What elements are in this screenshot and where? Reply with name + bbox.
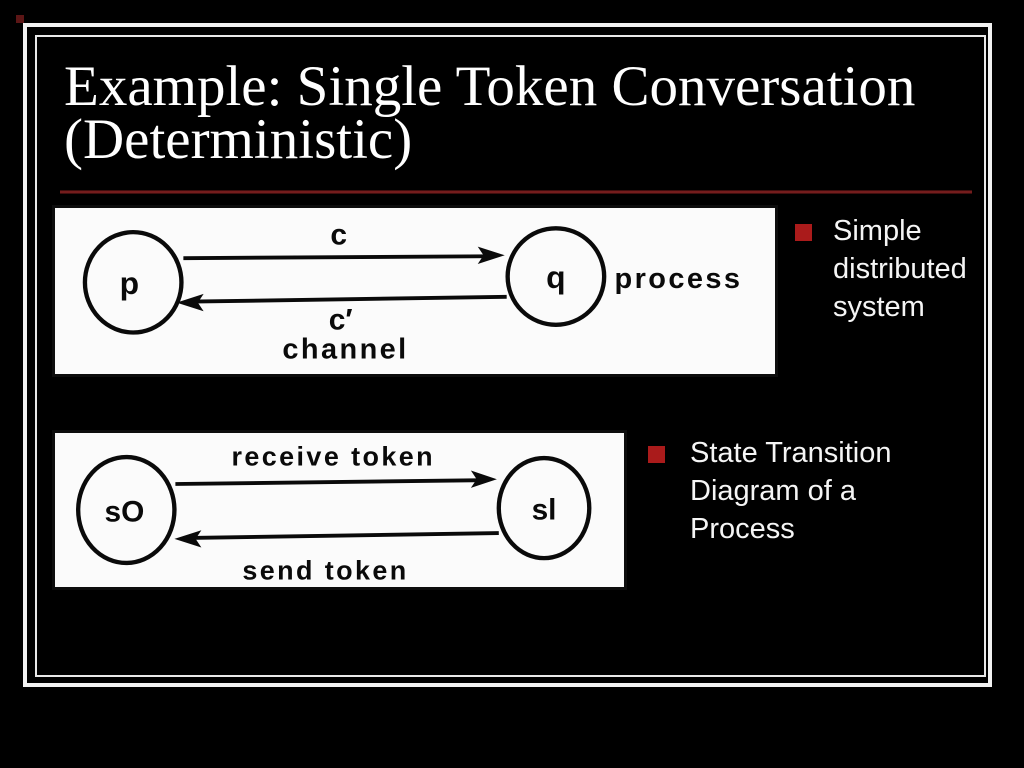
node-s1-label: sl <box>532 494 557 527</box>
channel-diagram: p q c c′ channel process <box>82 219 743 366</box>
corner-accent-square <box>16 15 24 23</box>
node-s0-label: sO <box>104 496 144 529</box>
node-s0-circle <box>76 454 177 566</box>
node-p-circle <box>82 229 184 335</box>
edge-send-line <box>190 531 499 540</box>
node-q-label: q <box>546 259 565 295</box>
node-p-label: p <box>120 265 139 301</box>
bullet-item-state-transition-diagram: State Transition Diagram of a Process <box>690 437 892 545</box>
slide-title-line-2: (Deterministic) <box>64 108 413 171</box>
edge-receive-line <box>175 478 484 486</box>
edge-c-label: c <box>330 219 347 252</box>
slide-title-line-1: Example: Single Token Conversation <box>64 55 916 118</box>
slide-title: Example: Single Token Conversation (Dete… <box>64 55 916 171</box>
channel-diagram-panel: p q c c′ channel process <box>52 205 778 377</box>
slide-frame-outer <box>23 23 992 687</box>
edge-c-line <box>183 254 490 261</box>
state-diagram: sO sl receive token send token <box>76 442 592 585</box>
bullet-square-icon <box>795 224 812 241</box>
edge-c-prime-line <box>192 294 507 304</box>
process-caption: process <box>615 263 743 295</box>
edge-send-label: send token <box>242 555 408 585</box>
edge-c-arrowhead-icon <box>477 246 505 264</box>
node-s1-circle <box>496 455 592 561</box>
state-diagram-panel: sO sl receive token send token <box>52 430 627 590</box>
edge-c-prime-label: c′ <box>329 304 353 337</box>
bullet-item-simple-distributed-system: Simple distributed system <box>833 215 967 323</box>
node-q-circle <box>505 226 607 327</box>
title-underline-rule <box>60 190 972 194</box>
bullet-square-icon <box>648 446 665 463</box>
slide-frame-inner <box>35 35 986 677</box>
edge-receive-label: receive token <box>232 442 435 472</box>
channel-caption: channel <box>282 334 408 366</box>
edge-receive-arrowhead-icon <box>470 470 497 488</box>
edge-c-prime-arrowhead-icon <box>176 293 204 312</box>
edge-send-arrowhead-icon <box>174 530 202 548</box>
